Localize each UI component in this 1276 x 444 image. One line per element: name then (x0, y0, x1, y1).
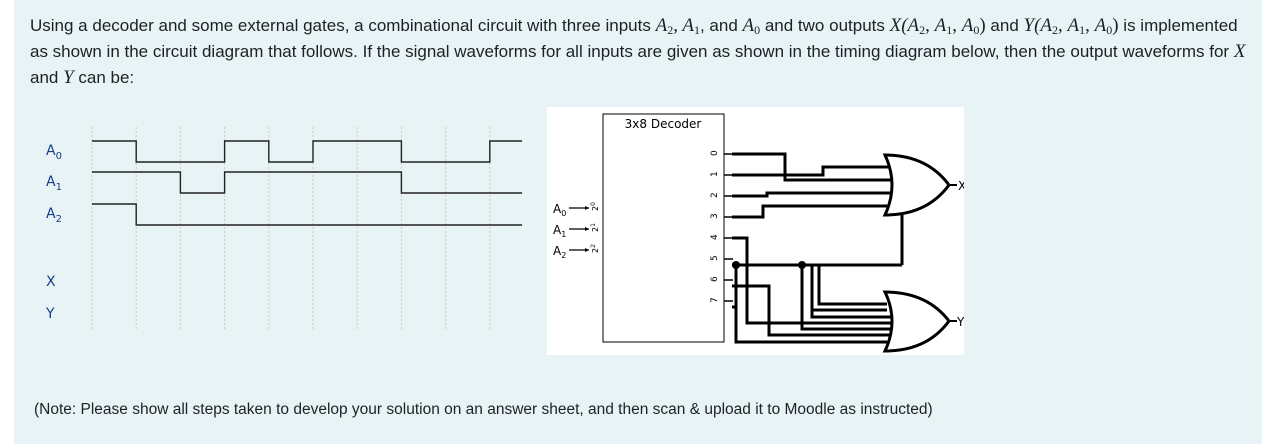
timing-waveforms (92, 140, 522, 226)
input-a0-label: A0 (553, 202, 566, 218)
decoder-output-label: 6 (710, 276, 720, 282)
decoder-title: 3x8 Decoder (625, 117, 702, 131)
signal-label: Y (45, 306, 55, 322)
math-a2: A2 (655, 15, 674, 37)
signal-label: A2 (46, 206, 62, 225)
math-x: X (1233, 41, 1246, 62)
math-x-func: X(A2, A1, A0) (889, 15, 986, 37)
math-a0: A0 (742, 15, 761, 37)
decoder-output-label: 2 (710, 192, 720, 198)
input-a1-weight: 21 (590, 223, 600, 232)
math-y-func: Y(A2, A1, A0) (1023, 15, 1119, 37)
timing-grid (91, 127, 491, 330)
question-panel: Using a decoder and some external gates,… (14, 0, 1262, 444)
math-a1: A1 (682, 15, 700, 37)
decoder-output-label: 0 (710, 150, 720, 156)
math-y: Y (63, 67, 74, 88)
decoder-output-labels: 0 1 2 3 4 5 6 7 (710, 150, 733, 303)
question-part1: Using a decoder and some external gates,… (30, 16, 656, 35)
decoder-output-label: 5 (710, 255, 720, 261)
or-gate-x (882, 153, 951, 217)
input-a2-label: A2 (553, 244, 566, 260)
decoder-inputs: A0 20 A1 21 A2 22 (553, 202, 600, 260)
decoder-output-label: 1 (710, 171, 720, 177)
decoder-output-label: 7 (710, 297, 720, 303)
waveform (92, 203, 522, 226)
decoder-output-label: 4 (710, 234, 720, 240)
output-x-label: X (958, 179, 964, 193)
waveform (92, 140, 522, 163)
input-a2-weight: 22 (590, 244, 600, 253)
note-text: (Note: Please show all steps taken to de… (34, 401, 933, 418)
waveform (92, 171, 522, 194)
signal-label: A1 (46, 174, 62, 193)
signal-label: X (46, 274, 56, 290)
input-a0-weight: 20 (590, 202, 600, 211)
question-text: Using a decoder and some external gates,… (30, 15, 1246, 88)
decoder-box (602, 113, 725, 343)
circuit-diagram: 3x8 Decoder A0 20 A1 21 A2 22 0 1 2 3 4 5 6 7 (547, 107, 966, 355)
or-gate-y (882, 290, 951, 353)
decoder-output-label: 3 (710, 213, 720, 219)
circuit-svg: 3x8 Decoder A0 20 A1 21 A2 22 0 1 2 3 4 5 6 7 (553, 113, 966, 353)
input-a1-label: A1 (553, 223, 566, 239)
output-y-label: Y (956, 315, 964, 329)
signal-label: A0 (46, 143, 62, 162)
circuit-wires (732, 152, 904, 344)
